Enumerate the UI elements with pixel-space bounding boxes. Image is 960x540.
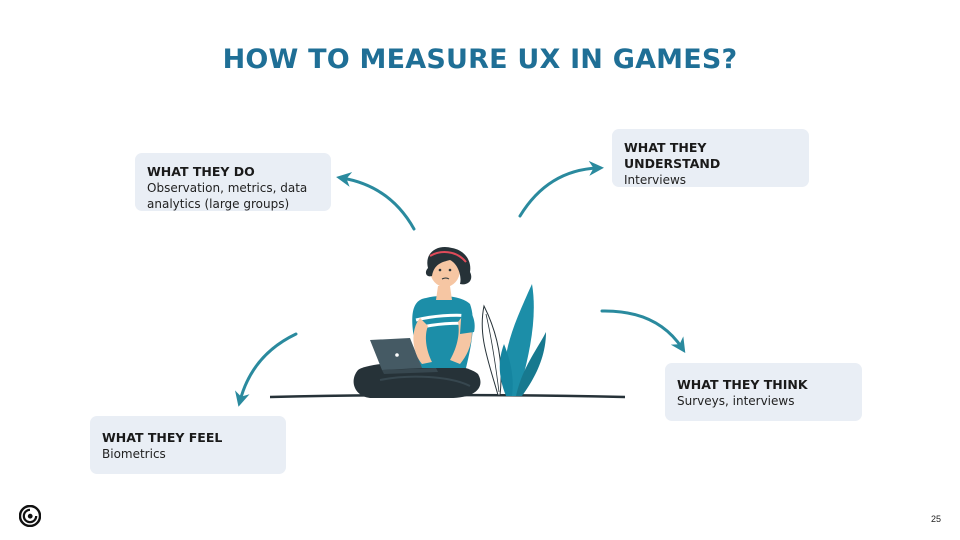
page-number: 25	[930, 514, 941, 524]
box-what-they-understand: WHAT THEY UNDERSTAND Interviews	[612, 129, 809, 187]
arrow-to-understand-icon	[518, 160, 604, 218]
box-what-they-do: WHAT THEY DO Observation, metrics, data …	[135, 153, 331, 211]
box-heading: WHAT THEY DO	[147, 164, 255, 179]
person-with-laptop-illustration	[269, 246, 626, 399]
box-text: Surveys, interviews	[677, 394, 795, 408]
arrow-to-feel-icon	[235, 332, 298, 407]
slide-title: HOW TO MEASURE UX IN GAMES?	[222, 44, 738, 75]
ubisoft-swirl-logo	[19, 505, 41, 527]
arrow-to-do-icon	[336, 172, 416, 231]
box-text: Interviews	[624, 173, 687, 187]
box-what-they-feel: WHAT THEY FEEL Biometrics	[90, 416, 286, 474]
box-text: Biometrics	[102, 447, 166, 461]
box-heading: WHAT THEY THINK	[677, 377, 808, 392]
arrow-to-think-icon	[600, 309, 686, 354]
box-what-they-think: WHAT THEY THINK Surveys, interviews	[665, 363, 862, 421]
box-text: Observation, metrics, data analytics (la…	[147, 181, 308, 211]
box-heading: WHAT THEY FEEL	[102, 430, 223, 445]
box-heading: WHAT THEY UNDERSTAND	[624, 140, 721, 171]
